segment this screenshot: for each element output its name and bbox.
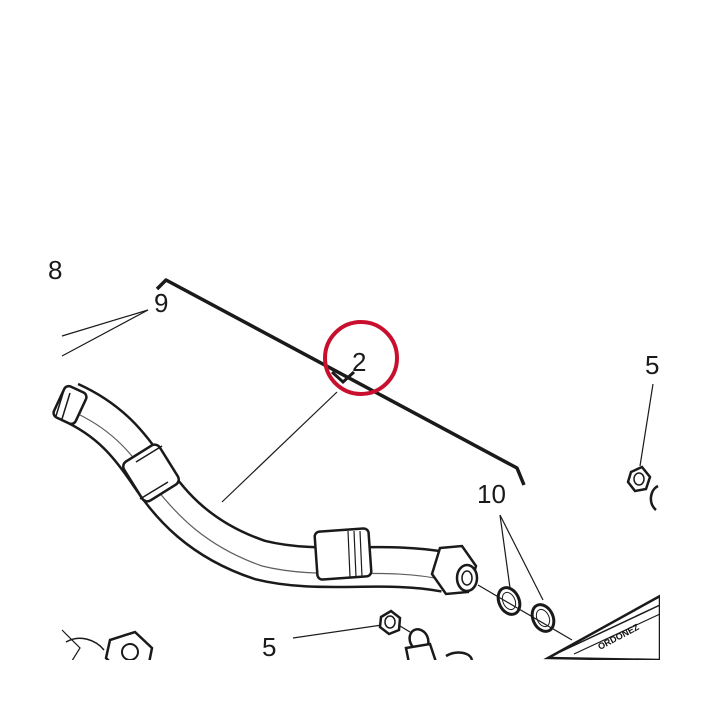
callout-8: 8 — [48, 255, 62, 285]
callout-5-bottom: 5 — [262, 632, 276, 662]
leader-10-b — [499, 514, 544, 601]
leader-9-a — [61, 309, 149, 337]
callout-2: 2 — [352, 347, 366, 377]
leader-9-b — [61, 309, 149, 357]
manifold-block-fragment: ORDONEZ — [543, 593, 662, 662]
leader-5-right — [639, 383, 654, 467]
leader-5-bottom — [292, 624, 383, 639]
bracket-notch — [330, 370, 356, 385]
assembly-axis — [477, 584, 573, 641]
callout-9: 9 — [154, 288, 168, 318]
bottom-crop-mask — [0, 660, 720, 720]
hose-left-collar — [122, 443, 180, 503]
hose-left-fitting — [52, 384, 88, 426]
left-crop-mask — [0, 0, 48, 720]
leader-2 — [221, 391, 338, 503]
callout-10: 10 — [477, 479, 506, 509]
fitting-right — [626, 465, 659, 511]
leader-10-a — [499, 514, 511, 589]
group-bracket — [155, 278, 526, 486]
o-ring-2 — [530, 603, 556, 633]
hose-hex-nut — [430, 544, 479, 596]
callout-5-right: 5 — [645, 350, 659, 380]
hose-assembly — [52, 382, 479, 596]
o-ring-1 — [496, 586, 522, 616]
highlight-circle — [323, 320, 399, 396]
fitting-bottom — [378, 609, 474, 670]
right-crop-mask — [660, 0, 720, 720]
hose-right-collar — [313, 527, 373, 581]
